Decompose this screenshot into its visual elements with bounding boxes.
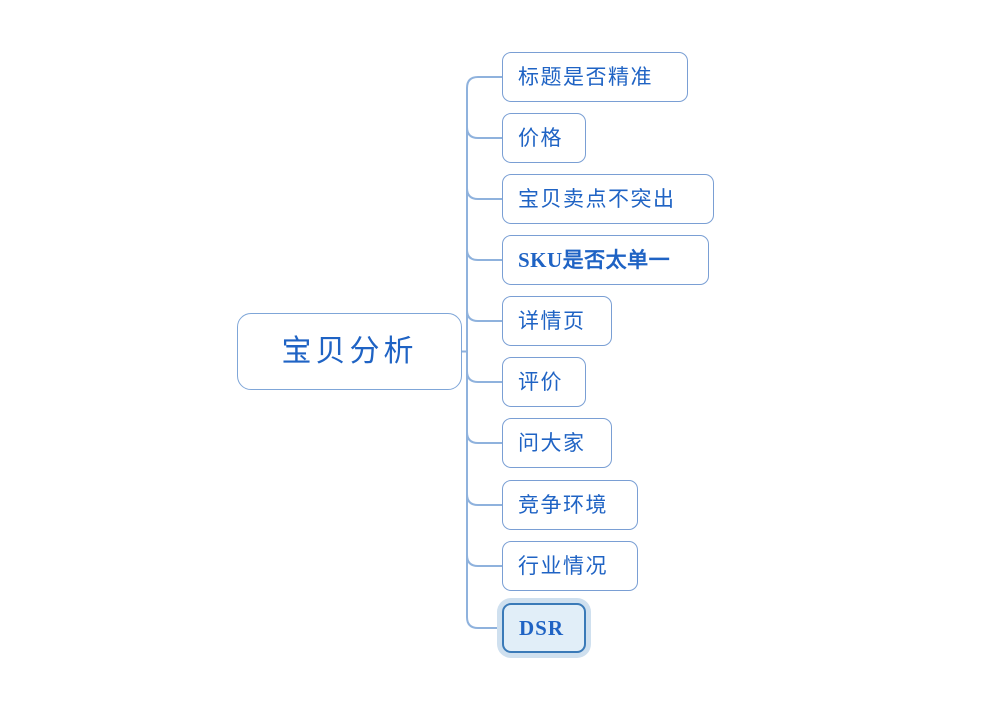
root-node-baobei-fenxi[interactable]: 宝贝分析 [237, 313, 462, 390]
child-node-label: 问大家 [518, 431, 586, 455]
child-node-label: SKU是否太单一 [518, 247, 671, 272]
child-node-label: DSR [519, 615, 565, 640]
child-node-label: 竞争环境 [518, 493, 608, 517]
root-node-label: 宝贝分析 [281, 334, 418, 368]
child-node-selected[interactable]: DSR [502, 603, 586, 653]
child-node-5[interactable]: 详情页 [502, 296, 612, 346]
branch-connector-1 [466, 76, 502, 89]
child-node-label: 行业情况 [518, 554, 608, 578]
child-node-label: 评价 [518, 370, 563, 394]
branch-connector-7 [466, 431, 502, 444]
branch-connector-10 [466, 616, 502, 629]
child-node-6[interactable]: 评价 [502, 357, 586, 407]
branch-connector-6 [466, 370, 502, 383]
child-node-label: 价格 [518, 126, 563, 150]
branch-connector-4 [466, 248, 502, 261]
branch-connector-2 [466, 126, 502, 139]
child-node-4[interactable]: SKU是否太单一 [502, 235, 709, 285]
branch-connector-5 [466, 309, 502, 322]
child-node-label: 宝贝卖点不突出 [518, 187, 676, 211]
branch-connector-9 [466, 554, 502, 567]
child-node-label: 标题是否精准 [518, 65, 653, 89]
child-node-8[interactable]: 竞争环境 [502, 480, 638, 530]
child-node-3[interactable]: 宝贝卖点不突出 [502, 174, 714, 224]
child-node-9[interactable]: 行业情况 [502, 541, 638, 591]
branch-connector-3 [466, 187, 502, 200]
child-node-label: 详情页 [518, 309, 586, 333]
child-node-1[interactable]: 标题是否精准 [502, 52, 688, 102]
child-node-7[interactable]: 问大家 [502, 418, 612, 468]
branch-connector-8 [466, 493, 502, 506]
child-node-2[interactable]: 价格 [502, 113, 586, 163]
